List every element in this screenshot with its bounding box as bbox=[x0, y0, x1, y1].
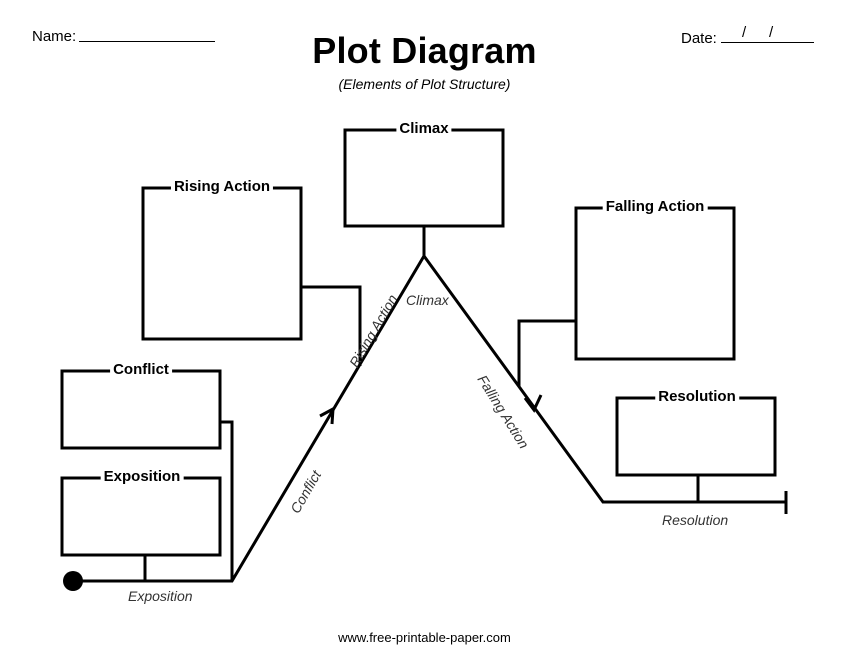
name-field[interactable] bbox=[79, 41, 215, 42]
resolution-box[interactable] bbox=[615, 396, 777, 477]
conflict-box-label: Conflict bbox=[110, 361, 172, 378]
climax-box-label: Climax bbox=[396, 120, 452, 137]
falling-action-connector bbox=[517, 319, 576, 387]
date-separator-1: / bbox=[742, 24, 747, 41]
plot-start-dot bbox=[63, 571, 83, 591]
resolution-box-label: Resolution bbox=[655, 388, 739, 405]
rising-arrow-icon bbox=[319, 406, 335, 425]
rising-action-connector bbox=[301, 285, 362, 366]
exposition-line-label: Exposition bbox=[128, 588, 193, 604]
rising-action-box[interactable] bbox=[141, 186, 303, 341]
exposition-box[interactable] bbox=[60, 476, 222, 557]
name-label: Name: bbox=[32, 28, 77, 45]
rising-action-box-label: Rising Action bbox=[170, 178, 274, 195]
climax-box[interactable] bbox=[343, 128, 505, 228]
falling-arrow-icon bbox=[523, 394, 543, 413]
conflict-connector bbox=[220, 420, 234, 581]
resolution-line-label: Resolution bbox=[662, 512, 729, 528]
page-subtitle: (Elements of Plot Structure) bbox=[338, 76, 511, 92]
exposition-box-label: Exposition bbox=[100, 468, 184, 485]
date-label: Date: bbox=[681, 30, 717, 47]
date-field[interactable] bbox=[721, 42, 814, 43]
falling-action-box[interactable] bbox=[574, 206, 736, 361]
date-separator-2: / bbox=[769, 24, 774, 41]
climax-line-label: Climax bbox=[406, 292, 449, 308]
footer-url: www.free-printable-paper.com bbox=[338, 630, 511, 645]
conflict-box[interactable] bbox=[60, 369, 222, 450]
falling-action-box-label: Falling Action bbox=[602, 198, 708, 215]
page-title: Plot Diagram bbox=[312, 30, 537, 71]
